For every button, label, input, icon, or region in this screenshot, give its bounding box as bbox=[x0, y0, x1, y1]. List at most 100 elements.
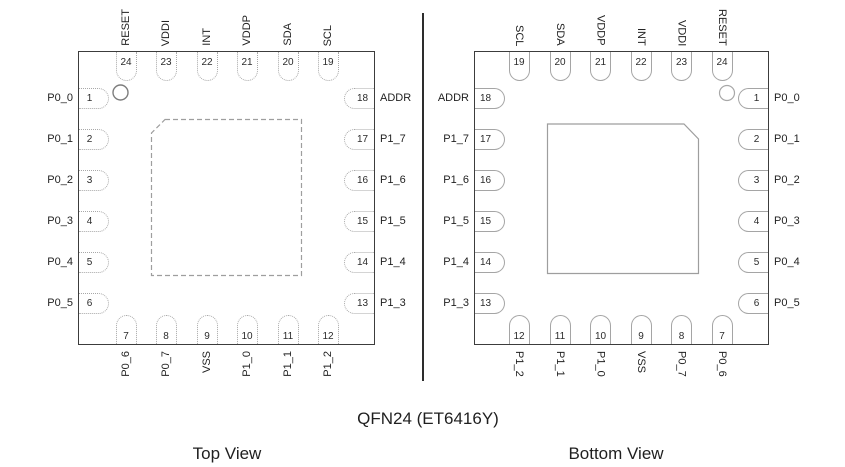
pin-top-view-23: 23 bbox=[155, 52, 177, 81]
pin-label-top-view-vss: VSS bbox=[201, 351, 213, 374]
view-divider bbox=[422, 13, 424, 381]
pin-number: 1 bbox=[86, 92, 93, 104]
pin-number: 2 bbox=[753, 133, 760, 145]
pin-label-bottom-view-int: INT bbox=[635, 28, 647, 46]
pin-number: 3 bbox=[86, 174, 93, 186]
pin-top-view-6: 6 bbox=[79, 292, 109, 314]
figure-title: QFN24 (ET6416Y) bbox=[357, 409, 499, 428]
pin-number: 3 bbox=[753, 174, 760, 186]
pin-label-bottom-view-p1-6: P1_6 bbox=[443, 173, 469, 186]
pin-label-top-view-p0-4: P0_4 bbox=[47, 255, 73, 268]
pin-label-bottom-view-p0-5: P0_5 bbox=[774, 296, 800, 309]
pin-number: 16 bbox=[356, 174, 369, 186]
pin-bottom-view-1: 1 bbox=[738, 87, 768, 109]
pin-top-view-8: 8 bbox=[155, 315, 177, 344]
pin-number: 13 bbox=[479, 297, 492, 309]
pin-bottom-view-10: 10 bbox=[590, 315, 611, 344]
pin-number: 18 bbox=[356, 92, 369, 104]
pin-number: 6 bbox=[86, 297, 93, 309]
pin-bottom-view-11: 11 bbox=[549, 315, 571, 344]
pin-label-top-view-int: INT bbox=[201, 28, 213, 46]
pin-number: 7 bbox=[123, 331, 129, 342]
pin-top-view-16: 16 bbox=[344, 169, 374, 191]
pin-bottom-view-2: 2 bbox=[738, 128, 768, 150]
pin-label-bottom-view-p1-0: P1_0 bbox=[594, 351, 607, 377]
pin-number: 12 bbox=[513, 331, 525, 342]
pin-top-view-11: 11 bbox=[277, 315, 299, 344]
pin-bottom-view-17: 17 bbox=[475, 128, 505, 150]
pin-number: 19 bbox=[322, 56, 334, 68]
pin-label-bottom-view-sda: SDA bbox=[554, 23, 566, 46]
pin-top-view-20: 20 bbox=[277, 52, 299, 81]
pin-number: 14 bbox=[356, 256, 369, 268]
pin-top-view-4: 4 bbox=[79, 210, 109, 232]
pin-number: 11 bbox=[282, 331, 294, 342]
pin-bottom-view-20: 20 bbox=[549, 52, 571, 81]
pin-label-top-view-vddi: VDDI bbox=[160, 19, 172, 46]
pin-bottom-view-15: 15 bbox=[475, 210, 505, 232]
caption-bottom-view: Bottom View bbox=[568, 444, 664, 463]
pin-label-top-view-p1-4: P1_4 bbox=[380, 255, 406, 268]
pin-label-bottom-view-p0-1: P0_1 bbox=[774, 132, 800, 145]
pin-label-bottom-view-reset: RESET bbox=[716, 9, 728, 46]
pin-label-top-view-p0-5: P0_5 bbox=[47, 296, 73, 309]
pin-number: 23 bbox=[675, 56, 688, 68]
pin-top-view-10: 10 bbox=[236, 315, 258, 344]
pin-label-bottom-view-addr: ADDR bbox=[437, 91, 469, 104]
pin-label-top-view-p0-3: P0_3 bbox=[47, 214, 73, 227]
pin-label-bottom-view-p0-4: P0_4 bbox=[774, 255, 800, 268]
package-outline-bottom-view bbox=[474, 51, 769, 345]
pin-top-view-9: 9 bbox=[196, 315, 218, 344]
pin-number: 9 bbox=[204, 331, 210, 342]
pin-label-bottom-view-p1-2: P1_2 bbox=[513, 351, 525, 377]
pin-label-bottom-view-p0-7: P0_7 bbox=[675, 351, 688, 377]
pin-label-bottom-view-p0-2: P0_2 bbox=[774, 173, 800, 186]
pin-top-view-22: 22 bbox=[196, 52, 218, 81]
pin-number: 24 bbox=[716, 56, 728, 68]
pin-number: 15 bbox=[479, 215, 492, 227]
pin-top-view-13: 13 bbox=[344, 292, 374, 314]
pin-label-bottom-view-p1-1: P1_1 bbox=[554, 351, 566, 377]
pin-bottom-view-12: 12 bbox=[508, 315, 530, 344]
pin-top-view-14: 14 bbox=[344, 251, 374, 273]
pin-label-bottom-view-vddi: VDDI bbox=[675, 19, 688, 46]
pin-bottom-view-16: 16 bbox=[475, 169, 505, 191]
pin-top-view-1: 1 bbox=[79, 87, 109, 109]
pin-label-bottom-view-vss: VSS bbox=[635, 351, 647, 374]
pin-number: 8 bbox=[163, 331, 169, 342]
pin-label-bottom-view-p0-0: P0_0 bbox=[774, 91, 800, 104]
pin-label-top-view-p1-3: P1_3 bbox=[380, 296, 406, 309]
pin-number: 15 bbox=[356, 215, 369, 227]
pin-number: 5 bbox=[86, 256, 93, 268]
pin-number: 10 bbox=[241, 331, 253, 342]
pin-number: 22 bbox=[635, 56, 647, 68]
pin-number: 10 bbox=[594, 331, 607, 342]
pin-top-view-12: 12 bbox=[317, 315, 339, 344]
pin-number: 2 bbox=[86, 133, 93, 145]
pin-bottom-view-3: 3 bbox=[738, 169, 768, 191]
pin-number: 18 bbox=[479, 92, 492, 104]
pin-label-top-view-p1-6: P1_6 bbox=[380, 173, 406, 186]
pin-label-top-view-p0-1: P0_1 bbox=[47, 132, 73, 145]
pin-label-top-view-vddp: VDDP bbox=[241, 15, 253, 46]
pin-bottom-view-18: 18 bbox=[475, 87, 505, 109]
pin-label-bottom-view-p1-4: P1_4 bbox=[443, 255, 469, 268]
pin-label-top-view-p1-2: P1_2 bbox=[322, 351, 334, 377]
pin-bottom-view-9: 9 bbox=[630, 315, 652, 344]
pin-bottom-view-6: 6 bbox=[738, 292, 768, 314]
pin-number: 14 bbox=[479, 256, 492, 268]
pin-number: 4 bbox=[753, 215, 760, 227]
pin-label-bottom-view-p1-5: P1_5 bbox=[443, 214, 469, 227]
pin-number: 11 bbox=[554, 331, 566, 342]
pin-number: 17 bbox=[479, 133, 492, 145]
pin-number: 20 bbox=[282, 56, 294, 68]
pin-number: 22 bbox=[201, 56, 213, 68]
pin-number: 7 bbox=[719, 331, 725, 342]
pin-bottom-view-22: 22 bbox=[630, 52, 652, 81]
pin-label-bottom-view-vddp: VDDP bbox=[594, 15, 607, 46]
pin-label-top-view-p0-7: P0_7 bbox=[160, 351, 172, 377]
pin-label-bottom-view-p0-6: P0_6 bbox=[716, 351, 728, 377]
pin-label-top-view-p1-0: P1_0 bbox=[241, 351, 253, 377]
pin-top-view-18: 18 bbox=[344, 87, 374, 109]
pin-label-top-view-p0-0: P0_0 bbox=[47, 91, 73, 104]
